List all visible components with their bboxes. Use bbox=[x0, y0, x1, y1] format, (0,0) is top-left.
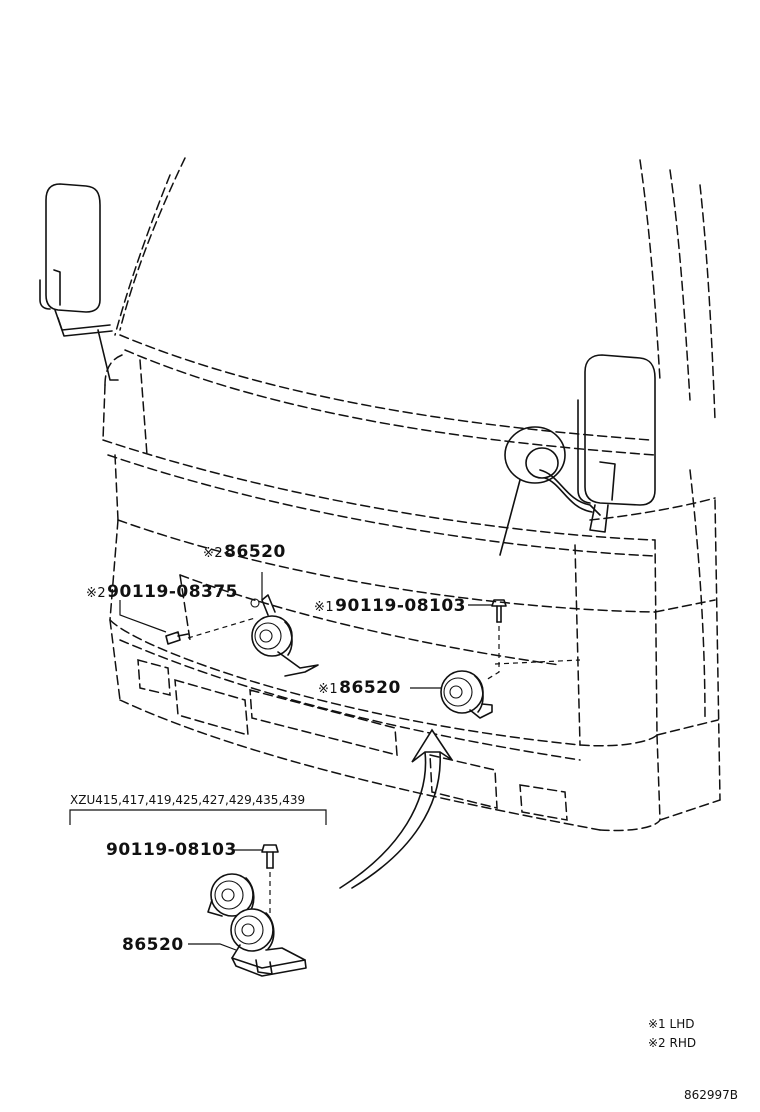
part-number: 90119-08103 bbox=[335, 596, 467, 616]
truck-cab-outline bbox=[102, 157, 721, 832]
inset-horn-label[interactable]: 86520 bbox=[122, 935, 184, 955]
right-mirror bbox=[499, 354, 656, 556]
part-number: 86520 bbox=[224, 542, 286, 562]
inset-bracket bbox=[69, 809, 327, 825]
callout-mark: ※1 bbox=[318, 682, 339, 697]
legend-text: LHD bbox=[669, 1017, 695, 1031]
location-arrow bbox=[339, 728, 453, 889]
inset-horn-pair bbox=[207, 873, 307, 977]
install-line-lhd-bolt bbox=[485, 626, 500, 681]
legend-mark: ※1 bbox=[648, 1017, 666, 1031]
part-number: 90119-08375 bbox=[107, 582, 239, 602]
callout-mark: ※1 bbox=[314, 600, 335, 615]
bolt-lhd bbox=[491, 599, 507, 623]
leader-bolt-rhd bbox=[119, 600, 167, 633]
part-number: 86520 bbox=[339, 678, 401, 698]
horn-rhd-assembly bbox=[250, 594, 319, 677]
left-mirror bbox=[39, 183, 119, 381]
legend-item-lhd: ※1 LHD bbox=[648, 1018, 696, 1030]
callout-mark: ※2 bbox=[86, 586, 107, 601]
leader-inset-horn bbox=[188, 943, 237, 951]
inset-model-bracket bbox=[69, 809, 327, 825]
inset-model-list: XZU415,417,419,425,427,429,435,439 bbox=[70, 793, 306, 807]
callout-mark: ※2 bbox=[203, 546, 224, 561]
horn-lhd-assembly bbox=[440, 670, 493, 719]
callout-bolt-rhd[interactable]: ※290119-08375 bbox=[86, 584, 238, 601]
callout-bolt-lhd[interactable]: ※190119-08103 bbox=[314, 598, 466, 615]
legend: ※1 LHD ※2 RHD bbox=[648, 1018, 696, 1049]
inset-bolt-label[interactable]: 90119-08103 bbox=[106, 840, 237, 860]
callout-horn-lhd[interactable]: ※186520 bbox=[318, 680, 401, 697]
install-line-rhd-bolt bbox=[187, 617, 256, 639]
legend-text: RHD bbox=[669, 1036, 697, 1050]
bolt-rhd bbox=[165, 631, 189, 645]
inset-bolt bbox=[261, 844, 279, 869]
diagram-id: 862997B bbox=[684, 1088, 739, 1102]
legend-mark: ※2 bbox=[648, 1036, 666, 1050]
callout-horn-rhd[interactable]: ※286520 bbox=[203, 544, 286, 561]
legend-item-rhd: ※2 RHD bbox=[648, 1037, 696, 1049]
